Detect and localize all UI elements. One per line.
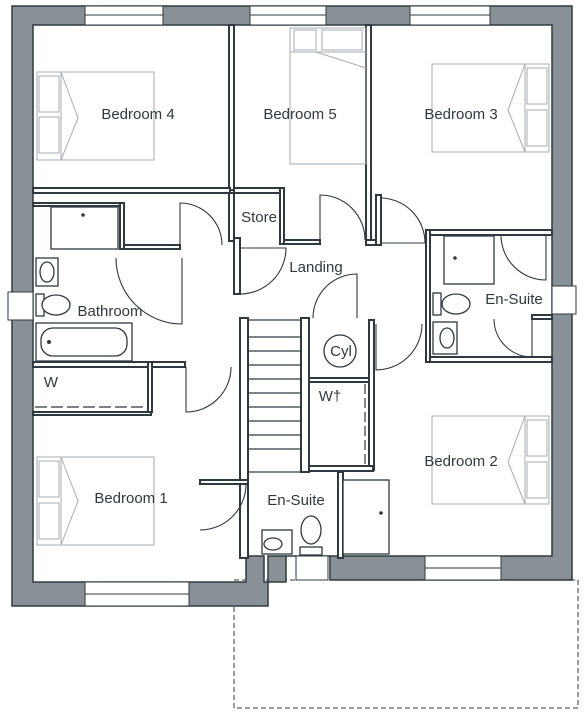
label-store: Store [241,209,277,226]
door-swings [115,194,547,531]
toilet-ensuite-bottom [299,515,323,556]
label-ensuite-bottom: En-Suite [267,492,325,509]
toilet-bathroom [35,293,71,317]
windows [7,5,577,607]
cylinder [323,334,357,368]
bed-bedroom3 [431,63,550,153]
label-bathroom: Bathroom [77,303,142,320]
interior-walls [32,24,553,559]
shower-bathroom [50,206,119,250]
shower-ensuite-bottom [342,479,390,555]
bath-bathroom [35,322,133,362]
bed-bedroom1 [36,456,155,546]
label-bedroom5: Bedroom 5 [263,106,336,123]
bed-bedroom2 [431,415,550,505]
label-ensuite-right: En-Suite [485,291,543,308]
label-landing: Landing [289,259,342,276]
bed-bedroom4 [36,71,155,161]
label-wardrobe: W† [319,388,342,405]
dashed-outline [233,579,579,709]
label-cyl: Cyl [330,343,352,360]
basin-bathroom [35,257,59,287]
bed-bedroom5 [289,27,367,165]
staircase [247,319,302,473]
toilet-ensuite-right [432,292,471,316]
label-bedroom1: Bedroom 1 [94,490,167,507]
shower-ensuite-right [443,235,495,285]
basin-ensuite-right [432,321,458,355]
label-bedroom2: Bedroom 2 [424,453,497,470]
label-w-left: W [44,374,59,391]
label-bedroom4: Bedroom 4 [101,106,174,123]
basin-ensuite-bottom [261,529,293,555]
label-bedroom3: Bedroom 3 [424,106,497,123]
